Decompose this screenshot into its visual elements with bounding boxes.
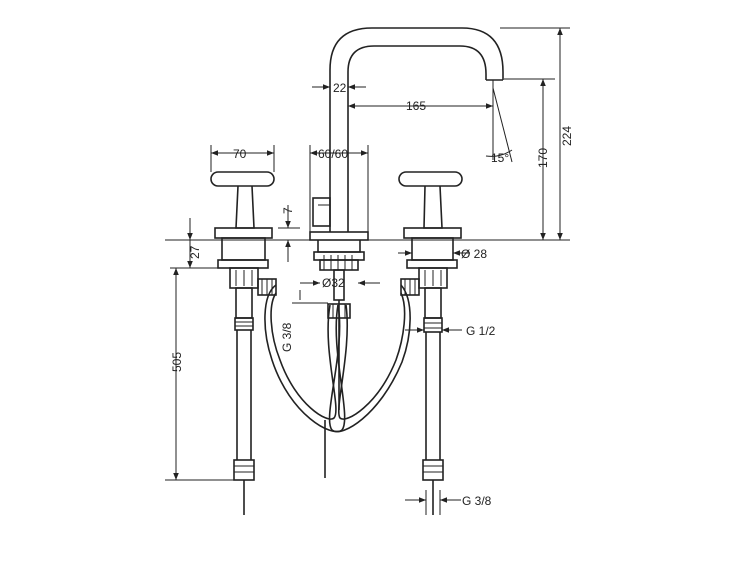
dim-spout-angle: 15°	[491, 151, 509, 165]
right-cross-handle	[398, 171, 463, 515]
dim-total-height: 224	[560, 126, 574, 146]
dim-spout-reach: 165	[406, 99, 426, 113]
dimension-labels: 22 165 15° 170 224 70 60/60 7 27 Ø 28 Ø3…	[170, 81, 574, 508]
dim-deck-thickness: 27	[188, 245, 202, 259]
spout	[309, 27, 504, 478]
dim-spout-offset: 22	[333, 81, 347, 95]
dim-spout-base: 60/60	[318, 147, 348, 161]
dim-hose-thread: G 3/8	[280, 322, 294, 352]
dim-handle-gap: 7	[281, 207, 295, 214]
dim-outlet-height: 170	[536, 148, 550, 168]
dim-handle-diameter: Ø 28	[461, 247, 487, 261]
dim-supply-thread: G 3/8	[462, 494, 492, 508]
left-cross-handle	[210, 171, 277, 515]
dim-handle-width: 70	[233, 147, 247, 161]
dim-supply-length: 505	[170, 352, 184, 372]
dim-valve-thread: G 1/2	[466, 324, 496, 338]
connection-hoses	[264, 284, 411, 433]
dimension-lines	[165, 27, 570, 515]
dim-spout-diameter: Ø32	[322, 276, 345, 290]
